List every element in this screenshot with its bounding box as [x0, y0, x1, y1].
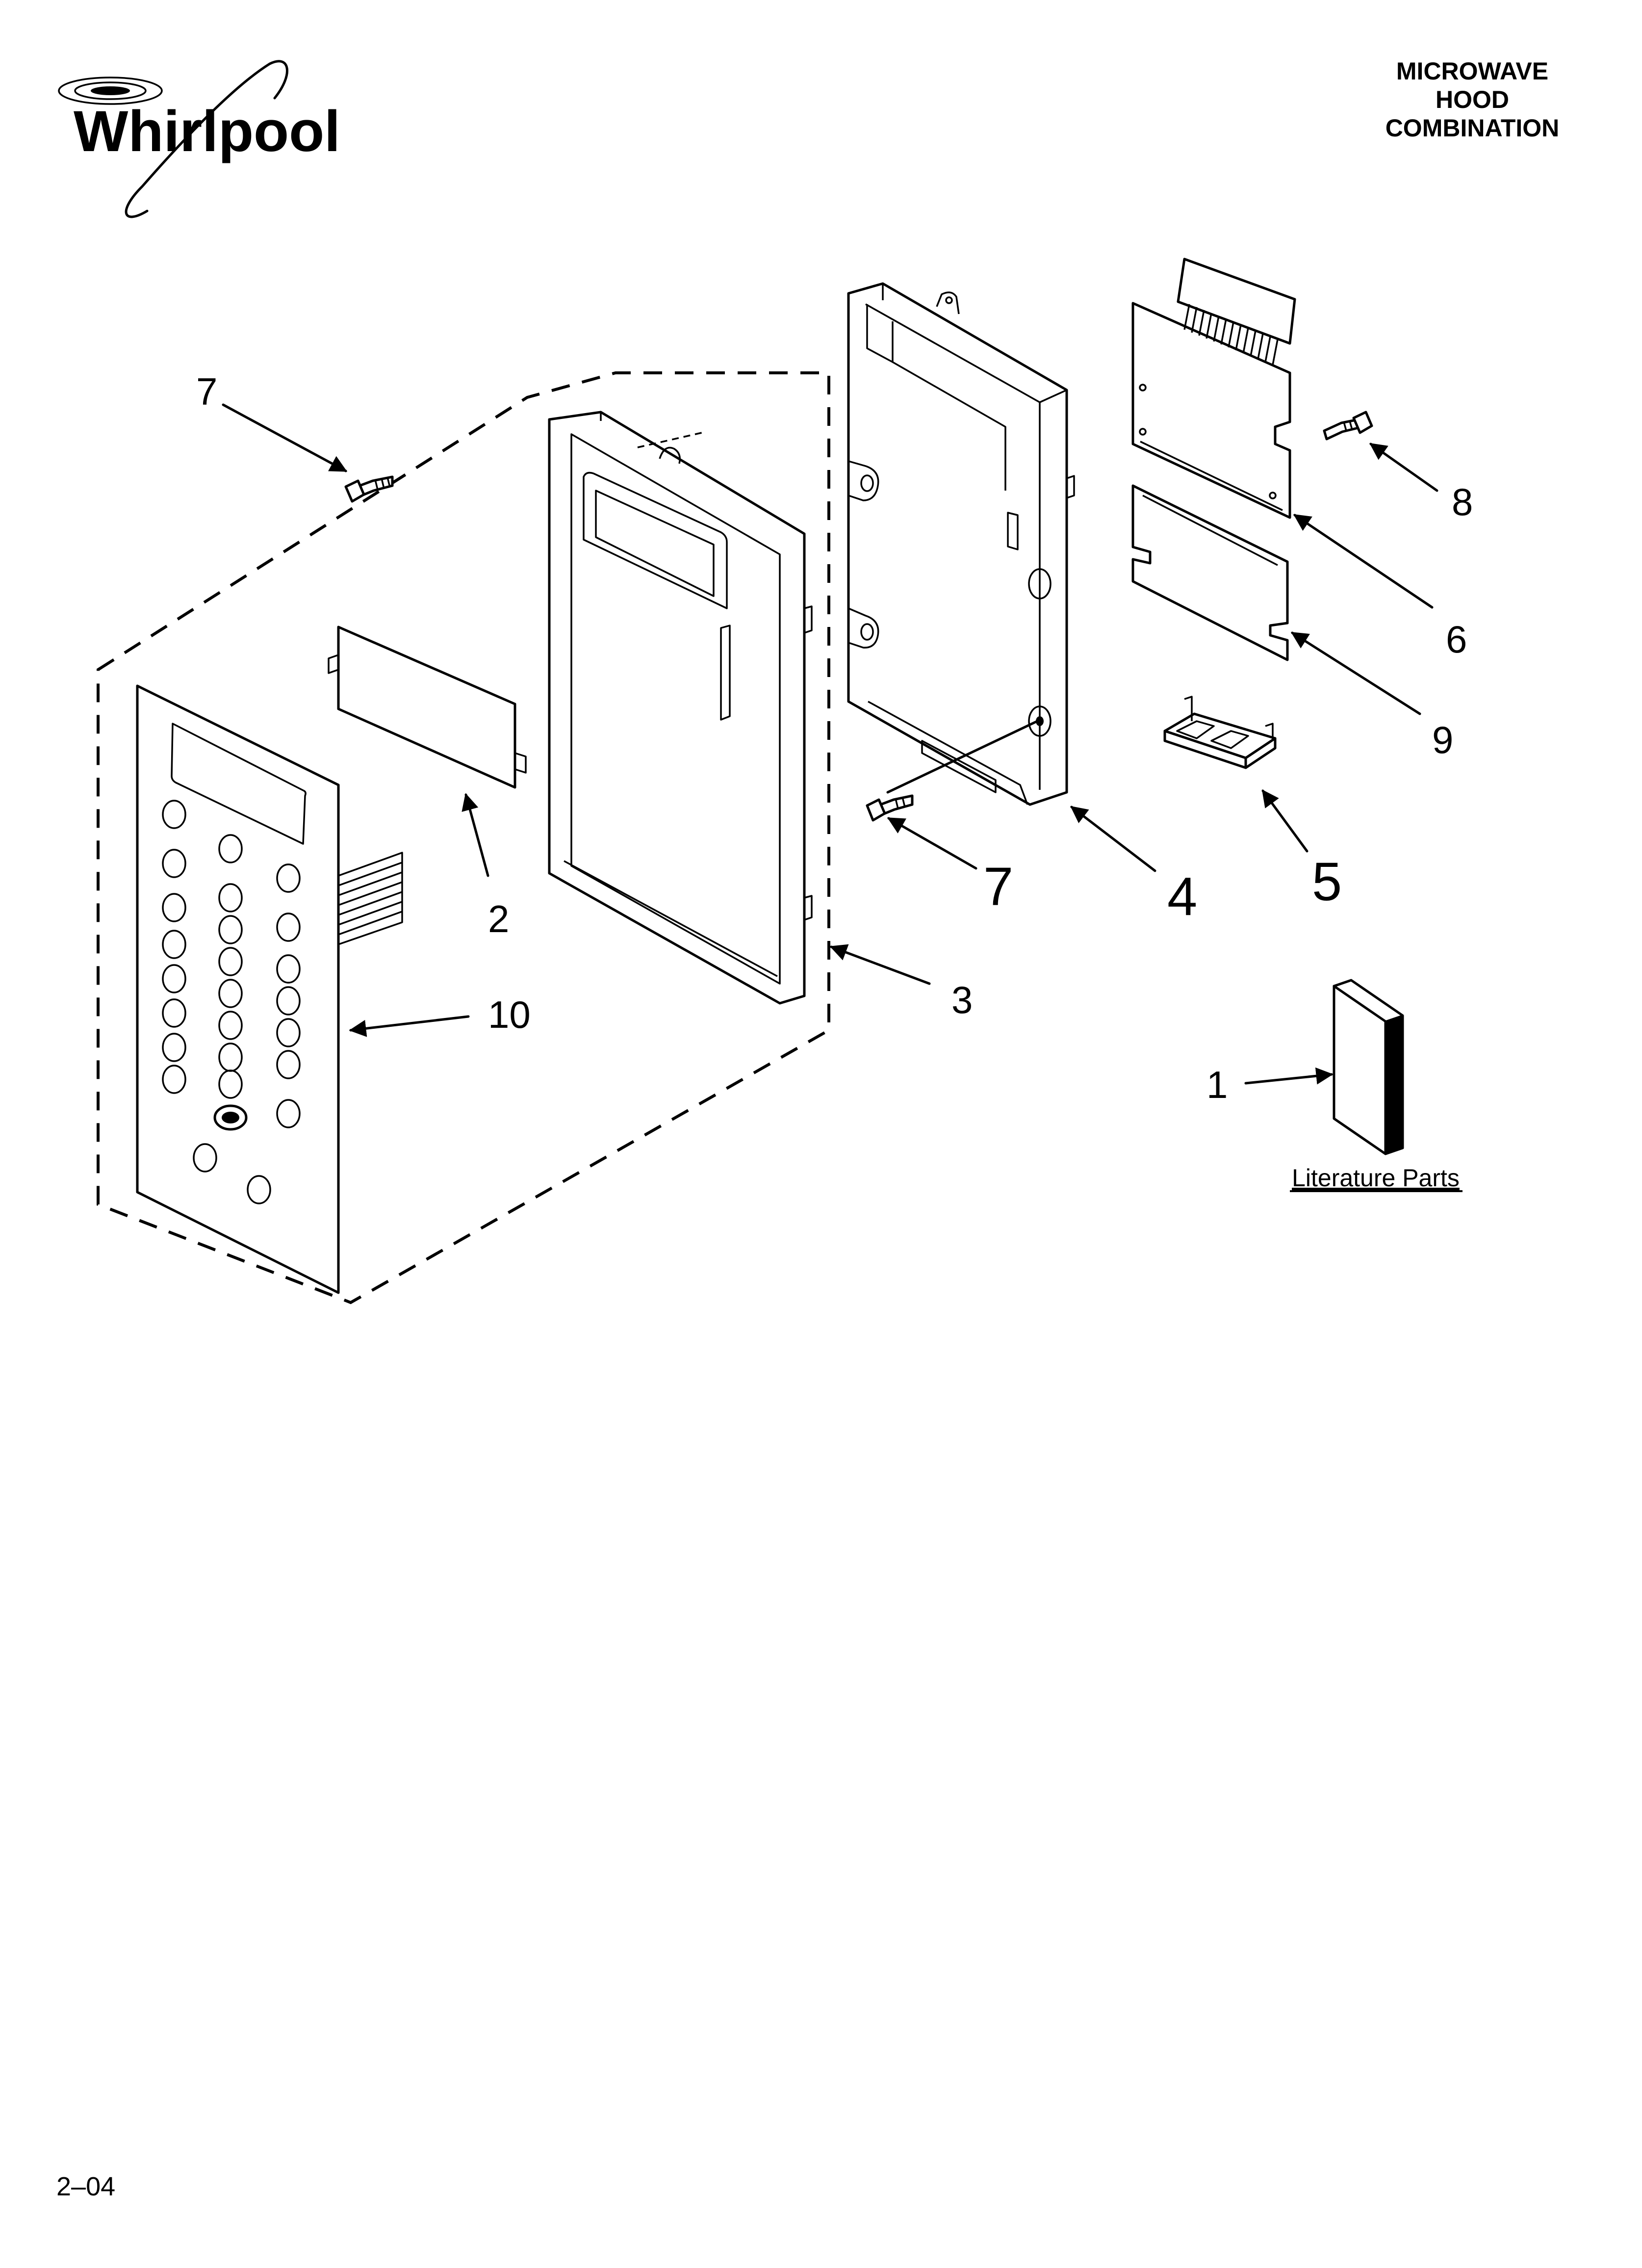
callout-5: 5	[1312, 852, 1342, 912]
board-insulator	[1131, 484, 1289, 661]
literature-parts-label: Literature Parts	[1292, 1164, 1460, 1192]
screw-top-left	[344, 475, 394, 503]
title-line-3: COMBINATION	[1385, 114, 1560, 142]
callout-1: 1	[1206, 1063, 1228, 1106]
screw-bracket	[866, 794, 914, 822]
callout-8: 8	[1452, 480, 1473, 523]
whirlpool-logo: Whirlpool	[58, 60, 340, 218]
assembly-dashed-outline	[97, 371, 830, 1304]
swirl-icon	[58, 60, 288, 218]
membrane-keypad	[136, 684, 403, 1294]
callout-7-top: 7	[196, 370, 217, 413]
callout-4: 4	[1167, 866, 1197, 927]
callout-10: 10	[488, 993, 531, 1036]
title-line-2: HOOD	[1436, 86, 1509, 113]
brand-logo-text: Whirlpool	[74, 99, 340, 164]
control-panel-frame	[548, 411, 813, 1005]
callout-3: 3	[951, 978, 973, 1021]
mounting-clip	[1163, 696, 1277, 769]
display-window	[328, 626, 527, 789]
callout-6: 6	[1446, 618, 1467, 661]
callout-9: 9	[1432, 718, 1453, 761]
callout-7-mid: 7	[983, 857, 1013, 917]
screw-board	[1323, 411, 1373, 441]
control-bracket	[847, 282, 1075, 806]
title-line-1: MICROWAVE	[1396, 57, 1548, 85]
literature-booklet	[1333, 979, 1404, 1155]
control-board	[1131, 258, 1296, 519]
leader-arrows	[222, 403, 1438, 1085]
callout-2: 2	[488, 897, 509, 940]
page-code: 2–04	[56, 2172, 115, 2201]
